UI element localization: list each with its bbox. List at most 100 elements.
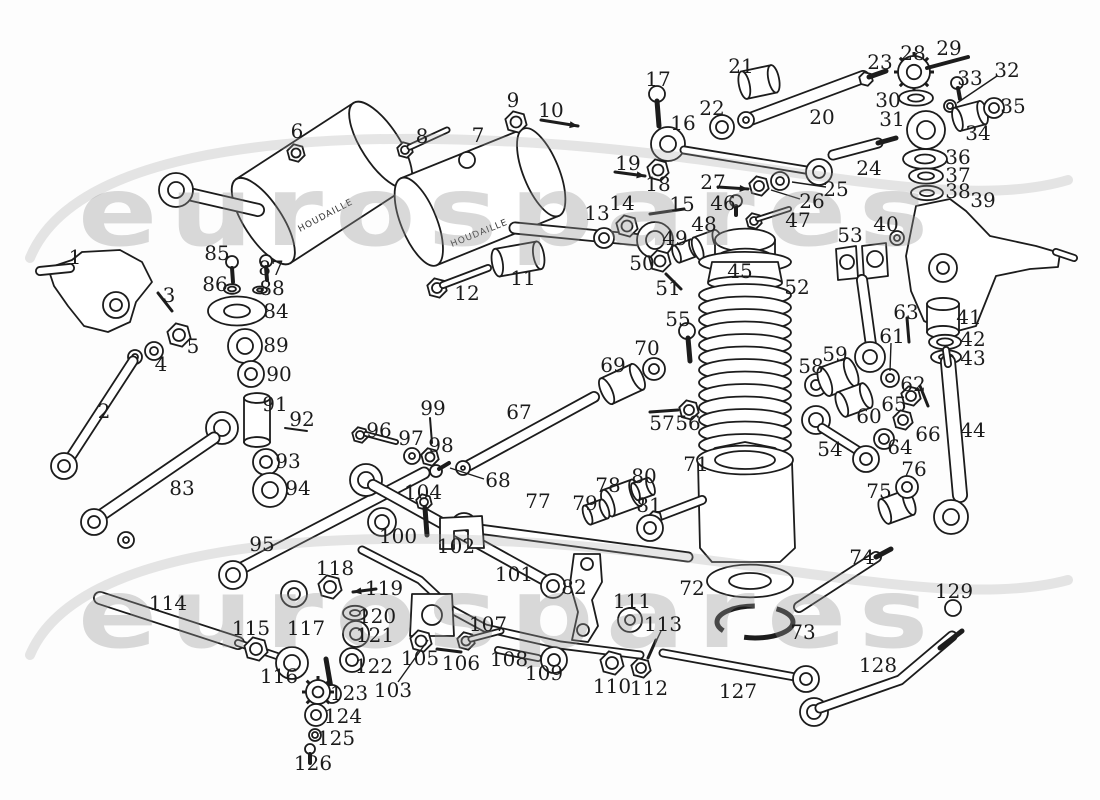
- figure-hex-25: [646, 158, 670, 182]
- figure-hex-36: [748, 175, 770, 197]
- figure-ring-66-inner: [862, 349, 878, 365]
- figure-poly-123: [569, 553, 603, 643]
- figure-ring-35-inner: [775, 176, 785, 186]
- figure-tube-89-core: [756, 207, 791, 221]
- figure-ring-8-inner: [645, 230, 665, 250]
- figure-tube-97-core: [656, 496, 706, 520]
- figure-ring-28-inner: [742, 116, 750, 124]
- figure-hex-80: [678, 399, 700, 421]
- figure-hex-82-bore: [653, 254, 667, 268]
- figure-ring-48-inner: [917, 171, 935, 181]
- figure-cyl-68: [816, 356, 860, 398]
- figure-tube-21-core: [681, 147, 815, 174]
- figure-ring-162-inner: [109, 298, 123, 312]
- leader-line-1: [791, 181, 827, 188]
- figure-tube-121-core: [467, 524, 692, 561]
- figure-ring-55-inner: [936, 337, 954, 347]
- figure-hex-113: [420, 447, 440, 467]
- figure-tube-142: [937, 628, 965, 651]
- leader-line-2: [770, 189, 801, 200]
- figure-tube-133: [435, 647, 463, 654]
- figure-ring-17-inner: [598, 232, 610, 244]
- figure-cyl-54: [926, 297, 960, 339]
- figure-tube-81: [648, 408, 680, 414]
- figure-gear-38-tooth: [924, 82, 930, 88]
- figure-tube-39: [925, 55, 970, 70]
- figure-tube-19: [648, 207, 686, 216]
- figure-tube-24: [654, 98, 662, 129]
- figure-arrow-37-head: [739, 184, 748, 192]
- figure-tube-65-core: [857, 275, 876, 350]
- figure-ring-131: [421, 604, 443, 626]
- figure-arrow-13-head: [569, 121, 578, 129]
- figure-clip-100: [714, 603, 796, 641]
- figure-gear-38-tooth: [924, 56, 930, 62]
- figure-tube-7-core: [510, 223, 645, 245]
- figure-cyl-109: [598, 362, 646, 406]
- figure-ring-47-inner: [914, 153, 936, 165]
- figure-ring-125: [576, 623, 590, 637]
- figure-hex-72-bore: [897, 414, 909, 426]
- figure-gear-38-bore: [905, 63, 923, 81]
- figure-tube-52-core: [1053, 249, 1077, 261]
- figure-tube-122-core: [359, 547, 643, 658]
- figure-hex-127: [599, 650, 625, 676]
- figure-poly-160: [47, 249, 153, 333]
- figure-gear-155-tooth: [305, 699, 311, 705]
- figure-tube-79: [685, 335, 693, 364]
- figure-hex-164: [166, 322, 192, 348]
- figure-ring-171-inner: [227, 285, 237, 293]
- figure-hex-18-bore: [620, 219, 634, 233]
- figure-tube-76-core: [818, 424, 864, 456]
- figure-tube-144-core: [94, 592, 244, 649]
- figure-tube-170: [230, 266, 235, 284]
- figure-cyl-178: [243, 392, 271, 448]
- figure-hex-80-bore: [683, 404, 695, 416]
- figure-ring-110-inner: [648, 363, 660, 375]
- figure-ring-191-inner: [546, 579, 560, 593]
- figure-tube-103-core: [794, 552, 881, 612]
- figure-tube-57-core: [941, 355, 967, 502]
- figure-ring-102-inner: [901, 481, 913, 493]
- figure-hex-150: [317, 574, 343, 600]
- figure-ring-30-inner: [715, 120, 729, 134]
- figure-tube-183-core: [95, 433, 219, 521]
- figure-ring-77-inner: [859, 452, 873, 466]
- figure-ring-174-inner: [256, 287, 264, 293]
- figure-gear-155-tooth: [325, 699, 331, 705]
- figure-tube-74: [918, 384, 930, 408]
- figure-cyl-29: [737, 64, 781, 100]
- figure-tube-148: [323, 656, 334, 691]
- figure-cyl-118: [630, 476, 656, 502]
- figure-gear-38: [897, 55, 931, 89]
- figure-ring-96-inner: [714, 450, 776, 470]
- figure-tube-108: [437, 461, 451, 471]
- figure-ring-182-inner: [213, 419, 231, 437]
- figure-tube-135-core: [469, 629, 503, 641]
- figure-ring-41-inner: [916, 120, 936, 140]
- figure-tube-167-core: [66, 357, 137, 462]
- figure-tube-33-core: [829, 139, 882, 159]
- figure-ring-75-inner: [808, 412, 824, 428]
- figure-ring-184-inner: [87, 515, 101, 529]
- figure-hex-25-bore: [651, 163, 665, 177]
- figure-cyl-69: [834, 382, 874, 418]
- leader-line-3: [449, 467, 485, 480]
- figure-ring-181-inner: [261, 481, 279, 499]
- figure-gear-155: [305, 679, 331, 705]
- figure-ring-46-inner: [988, 102, 1000, 114]
- figure-ring-64: [866, 250, 884, 268]
- figure-tube-60: [905, 316, 911, 344]
- figure-ring-185-inner: [122, 536, 130, 544]
- figure-tube-163: [156, 291, 174, 313]
- figure-hex-1: [286, 143, 306, 163]
- figure-hex-164-bore: [172, 328, 186, 342]
- figure-ring-6: [458, 151, 476, 169]
- figure-ring-106-inner: [460, 465, 466, 471]
- figure-hex-127-bore: [605, 656, 619, 670]
- figure-tube-34: [875, 135, 899, 146]
- figure-ring-49-inner: [919, 188, 935, 198]
- figure-ring-137-inner: [547, 653, 561, 667]
- figure-tube-105-core: [457, 392, 599, 474]
- figure-tube-11-core: [408, 128, 449, 149]
